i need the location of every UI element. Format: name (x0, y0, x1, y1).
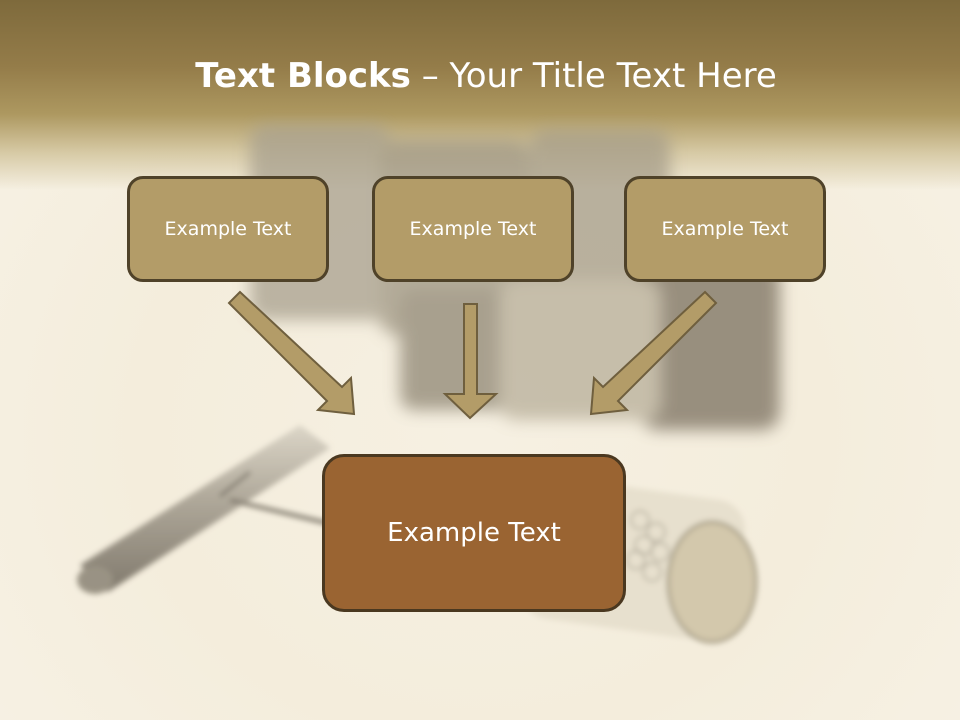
arrow-left-down-right (227, 290, 356, 416)
blurred-cork (640, 260, 780, 430)
arrow-right-down-left (589, 290, 718, 416)
corkscrew-handle (80, 425, 330, 592)
text-block-top-right[interactable]: Example Text (624, 176, 826, 282)
corkscrew-shaft (229, 498, 336, 527)
title-rest: – Your Title Text Here (410, 56, 777, 96)
text-block-top-left[interactable]: Example Text (127, 176, 329, 282)
arrow-down (442, 303, 499, 420)
text-block-top-middle[interactable]: Example Text (372, 176, 574, 282)
title-bold: Text Blocks (195, 56, 411, 96)
cork-end (666, 520, 758, 644)
text-block-center[interactable]: Example Text (322, 454, 626, 612)
page-title: Text Blocks – Your Title Text Here (0, 56, 960, 96)
